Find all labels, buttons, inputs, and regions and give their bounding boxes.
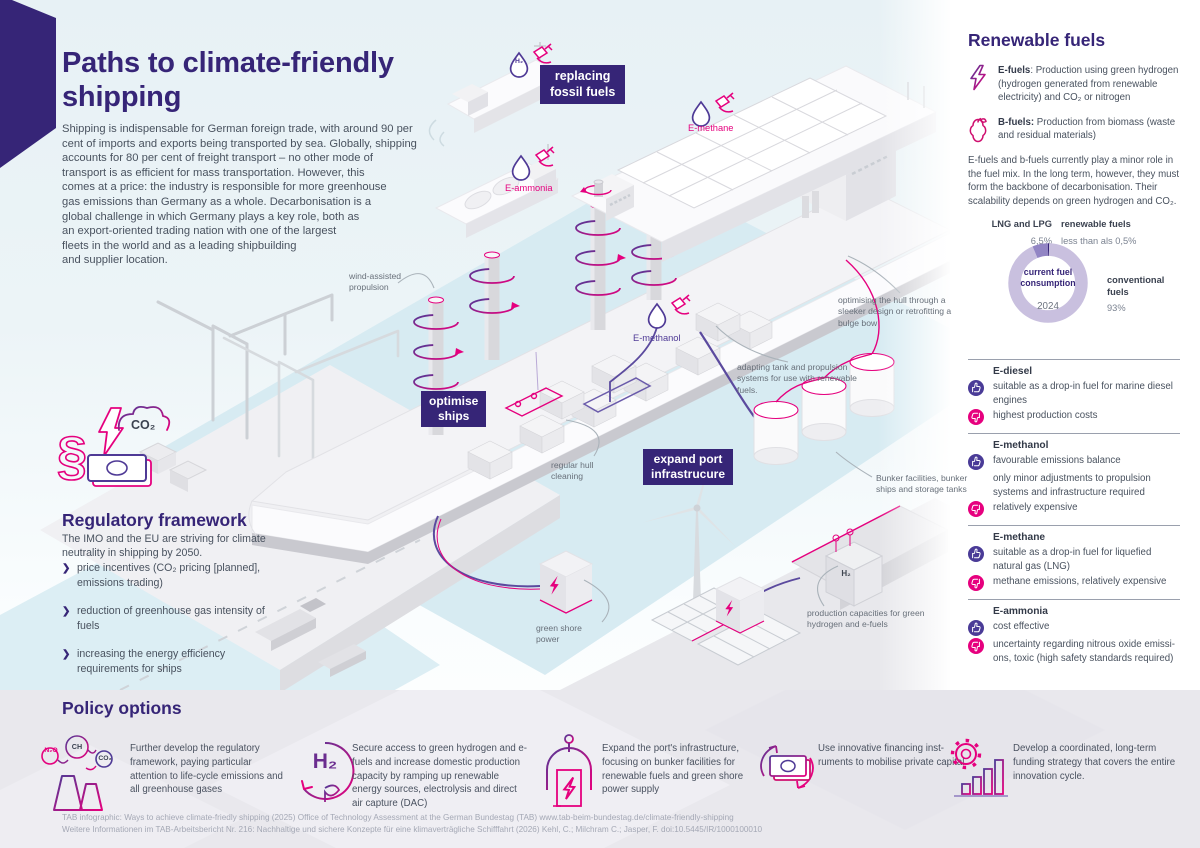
legend-conventional: conventional fuels 93%	[1107, 274, 1165, 314]
renewable-note: E-fuels and b-fuels currently play a min…	[968, 154, 1180, 208]
fuel-block-e-diesel: E-diesel suitable as a drop-in fuel for …	[968, 358, 1180, 433]
tag-e-methane: E-methane	[688, 123, 734, 133]
co2-label: CO₂	[131, 418, 156, 432]
fuel-block-e-methanol: E-methanol favourable emissions balance …	[968, 433, 1180, 525]
label-tank-adaptation: adapting tank and propulsion systems for…	[737, 362, 857, 395]
efuels-desc: : Production using green hydrogen (hydro…	[998, 65, 1179, 104]
policy-options-title: Policy options	[62, 698, 182, 718]
chevron-icon: ❯	[62, 563, 71, 574]
efuels-term: E-fuels	[998, 65, 1031, 76]
hydrogen-storage	[824, 528, 884, 607]
policy-item-text: Secure access to green hydrogen and e-fu…	[352, 743, 528, 810]
shore-power-unit-1	[432, 515, 594, 614]
hull-cleaning-robot	[504, 351, 564, 417]
ch-label: CH	[71, 742, 83, 751]
page-title: Paths to climate-friendly shipping	[62, 47, 394, 114]
thumbs-up-icon	[968, 546, 984, 563]
label-bunker-facilities: Bunker facilities, bunker ships and stor…	[876, 473, 968, 495]
lightning-icon	[970, 64, 986, 91]
legend-lng: LNG and LPG 6,5%	[991, 218, 1052, 246]
fuel-block-e-ammonia: E-ammonia cost effective uncertainty reg…	[968, 599, 1180, 673]
regulatory-intro: The IMO and the EU are striving for clim…	[62, 532, 266, 560]
policy-item-text: Use innovative financing inst-ruments to…	[818, 743, 968, 768]
fuel-block-e-methane: E-methane suitable as a drop-in fuel for…	[968, 525, 1180, 599]
legend-renewable: renewable fuels less than als 0,5%	[1061, 218, 1137, 246]
fuel-mix-chart: LNG and LPG 6,5% renewable fuels less th…	[968, 217, 1180, 349]
rotor-sail	[469, 251, 520, 360]
badge-optimise-ships: optimise ships	[421, 391, 487, 427]
funding-growth-icon	[950, 738, 1008, 797]
background-fade	[878, 0, 952, 690]
footer-reference-line: Weitere Informationen im TAB-Arbeitsberi…	[62, 825, 763, 834]
label-production-capacities: production capacities for green hydrogen…	[807, 608, 925, 630]
label-hull-optimisation: optimising the hull through a sleeker de…	[838, 295, 952, 328]
chevron-icon: ❯	[62, 606, 71, 618]
rotor-sail	[631, 226, 677, 300]
fuel-drop-e-methane	[691, 92, 735, 127]
thumbs-up-icon	[968, 620, 984, 637]
regulatory-bullets: ❯price incentives (CO₂ pricing [planned]…	[62, 561, 270, 691]
trucks	[255, 598, 366, 677]
regulation-money-co2-icon: §	[56, 405, 171, 487]
donut-center-label: current fuel consumption	[1020, 266, 1076, 288]
fuel-comparison-list: E-diesel suitable as a drop-in fuel for …	[968, 358, 1180, 674]
intro-paragraph: Shipping is indispensable for German for…	[62, 123, 417, 267]
thumbs-up-icon	[968, 454, 984, 471]
footer-credit-line: TAB infographic: Ways to achieve climate…	[62, 813, 734, 822]
thumbs-down-icon	[968, 638, 984, 655]
solar-panels	[650, 587, 802, 666]
policy-options-band: Policy options N₂O CH CO₂ Further develo…	[0, 690, 1200, 848]
thumbs-up-icon	[968, 379, 984, 396]
badge-expand-port-infrastructure: expand port infrastrucure	[643, 449, 734, 485]
regulatory-bullet: ❯increasing the energy efficiency requir…	[62, 648, 226, 676]
co2-small-label: CO₂	[98, 755, 112, 762]
donut-year-label: 2024	[1037, 300, 1059, 312]
chevron-icon: ❯	[62, 649, 71, 661]
corner-ribbon	[0, 0, 56, 168]
bfuels-item: B-fuels: Production from biomass (waste …	[968, 116, 1180, 143]
n2o-label: N₂O	[44, 747, 58, 754]
badge-replacing-fossil-fuels: replacing fossil fuels	[540, 65, 626, 105]
tag-hydrogen-drop: H₂	[515, 58, 523, 65]
h2-label: H₂	[312, 750, 338, 773]
bfuels-term: B-fuels:	[998, 116, 1035, 128]
efuels-item: E-fuels: Production using green hydrogen…	[968, 64, 1180, 105]
svg-text:§: §	[57, 426, 87, 486]
renewable-fuels-title: Renewable fuels	[968, 30, 1106, 50]
regulatory-bullet: ❯reduction of greenhouse gas intensity o…	[62, 605, 265, 632]
financing-icon	[760, 745, 814, 789]
tag-e-ammonia: E-ammonia	[505, 183, 553, 193]
thumbs-down-icon	[968, 501, 984, 518]
regulatory-bullet: ❯price incentives (CO₂ pricing [planned]…	[62, 562, 261, 589]
connector-lines	[397, 255, 901, 623]
bollard	[580, 179, 612, 197]
shore-power-unit-2	[714, 576, 801, 634]
donut-slice	[1008, 243, 1088, 323]
label-wind-assisted-propulsion: wind-assisted propulsion	[349, 271, 402, 293]
thumbs-down-icon	[968, 575, 984, 592]
tag-e-methanol: E-methanol	[633, 333, 681, 343]
label-hull-cleaning: regular hull cleaning	[551, 460, 594, 482]
bfuels-desc: Production from biomass (waste and resid…	[998, 116, 1176, 142]
biomass-apple-core-icon	[969, 117, 987, 142]
rotor-sail	[575, 201, 626, 330]
fuel-drop-e-ammonia	[511, 146, 555, 181]
renewable-fuels-panel: Renewable fuels E-fuels: Production usin…	[950, 0, 1200, 690]
thumbs-down-icon	[968, 409, 984, 426]
tag-hydrogen-storage: H₂	[841, 569, 851, 578]
regulatory-title: Regulatory framework	[62, 509, 247, 530]
policy-item-text: Develop a coordinated, long-term funding…	[1013, 743, 1176, 782]
policy-item-text: Expand the port's infrastructure, focusi…	[602, 743, 744, 796]
shore-power-icon	[546, 734, 592, 807]
fuel-drop-e-methanol	[647, 294, 691, 329]
policy-item-text: Further develop the regulatory framework…	[130, 743, 283, 796]
label-green-shore-power: green shore power	[536, 623, 582, 645]
